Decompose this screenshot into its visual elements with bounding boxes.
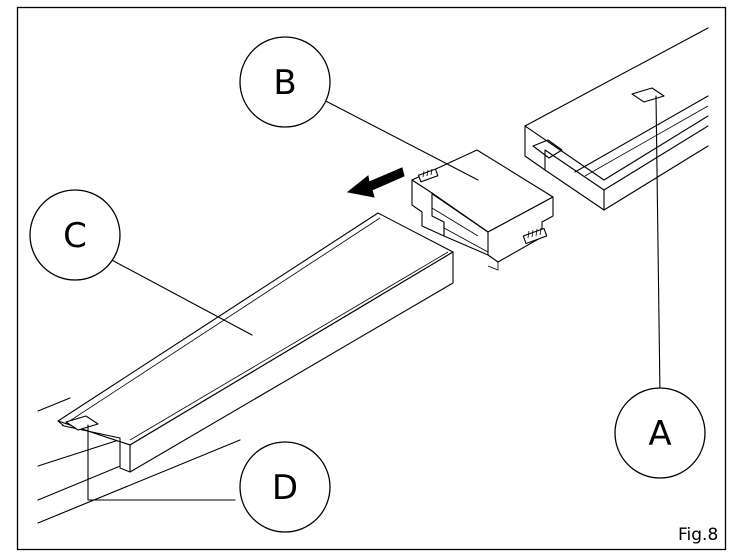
screw-lower <box>522 227 548 245</box>
callout-d-letter: D <box>272 468 298 508</box>
bracket-b <box>411 149 554 271</box>
rail-d-slot <box>65 415 99 431</box>
leader-a <box>655 95 661 396</box>
callout-a: A <box>614 387 706 479</box>
callout-a-letter: A <box>648 414 671 454</box>
callout-d: D <box>239 441 331 533</box>
direction-arrow <box>346 167 405 198</box>
callout-b-letter: B <box>273 63 296 103</box>
callout-b: B <box>239 36 331 128</box>
leader-c <box>107 257 253 336</box>
leader-d <box>87 424 236 501</box>
callout-c-letter: C <box>63 216 87 256</box>
cover-c <box>57 212 454 473</box>
figure-frame <box>16 6 727 551</box>
screw-upper <box>417 168 439 183</box>
rail-d <box>37 397 241 524</box>
rail-a <box>524 27 709 211</box>
leader-b <box>319 97 479 181</box>
figure-label: Fig.8 <box>678 525 718 545</box>
callout-c: C <box>29 189 121 281</box>
rail-a-slot <box>631 87 665 103</box>
